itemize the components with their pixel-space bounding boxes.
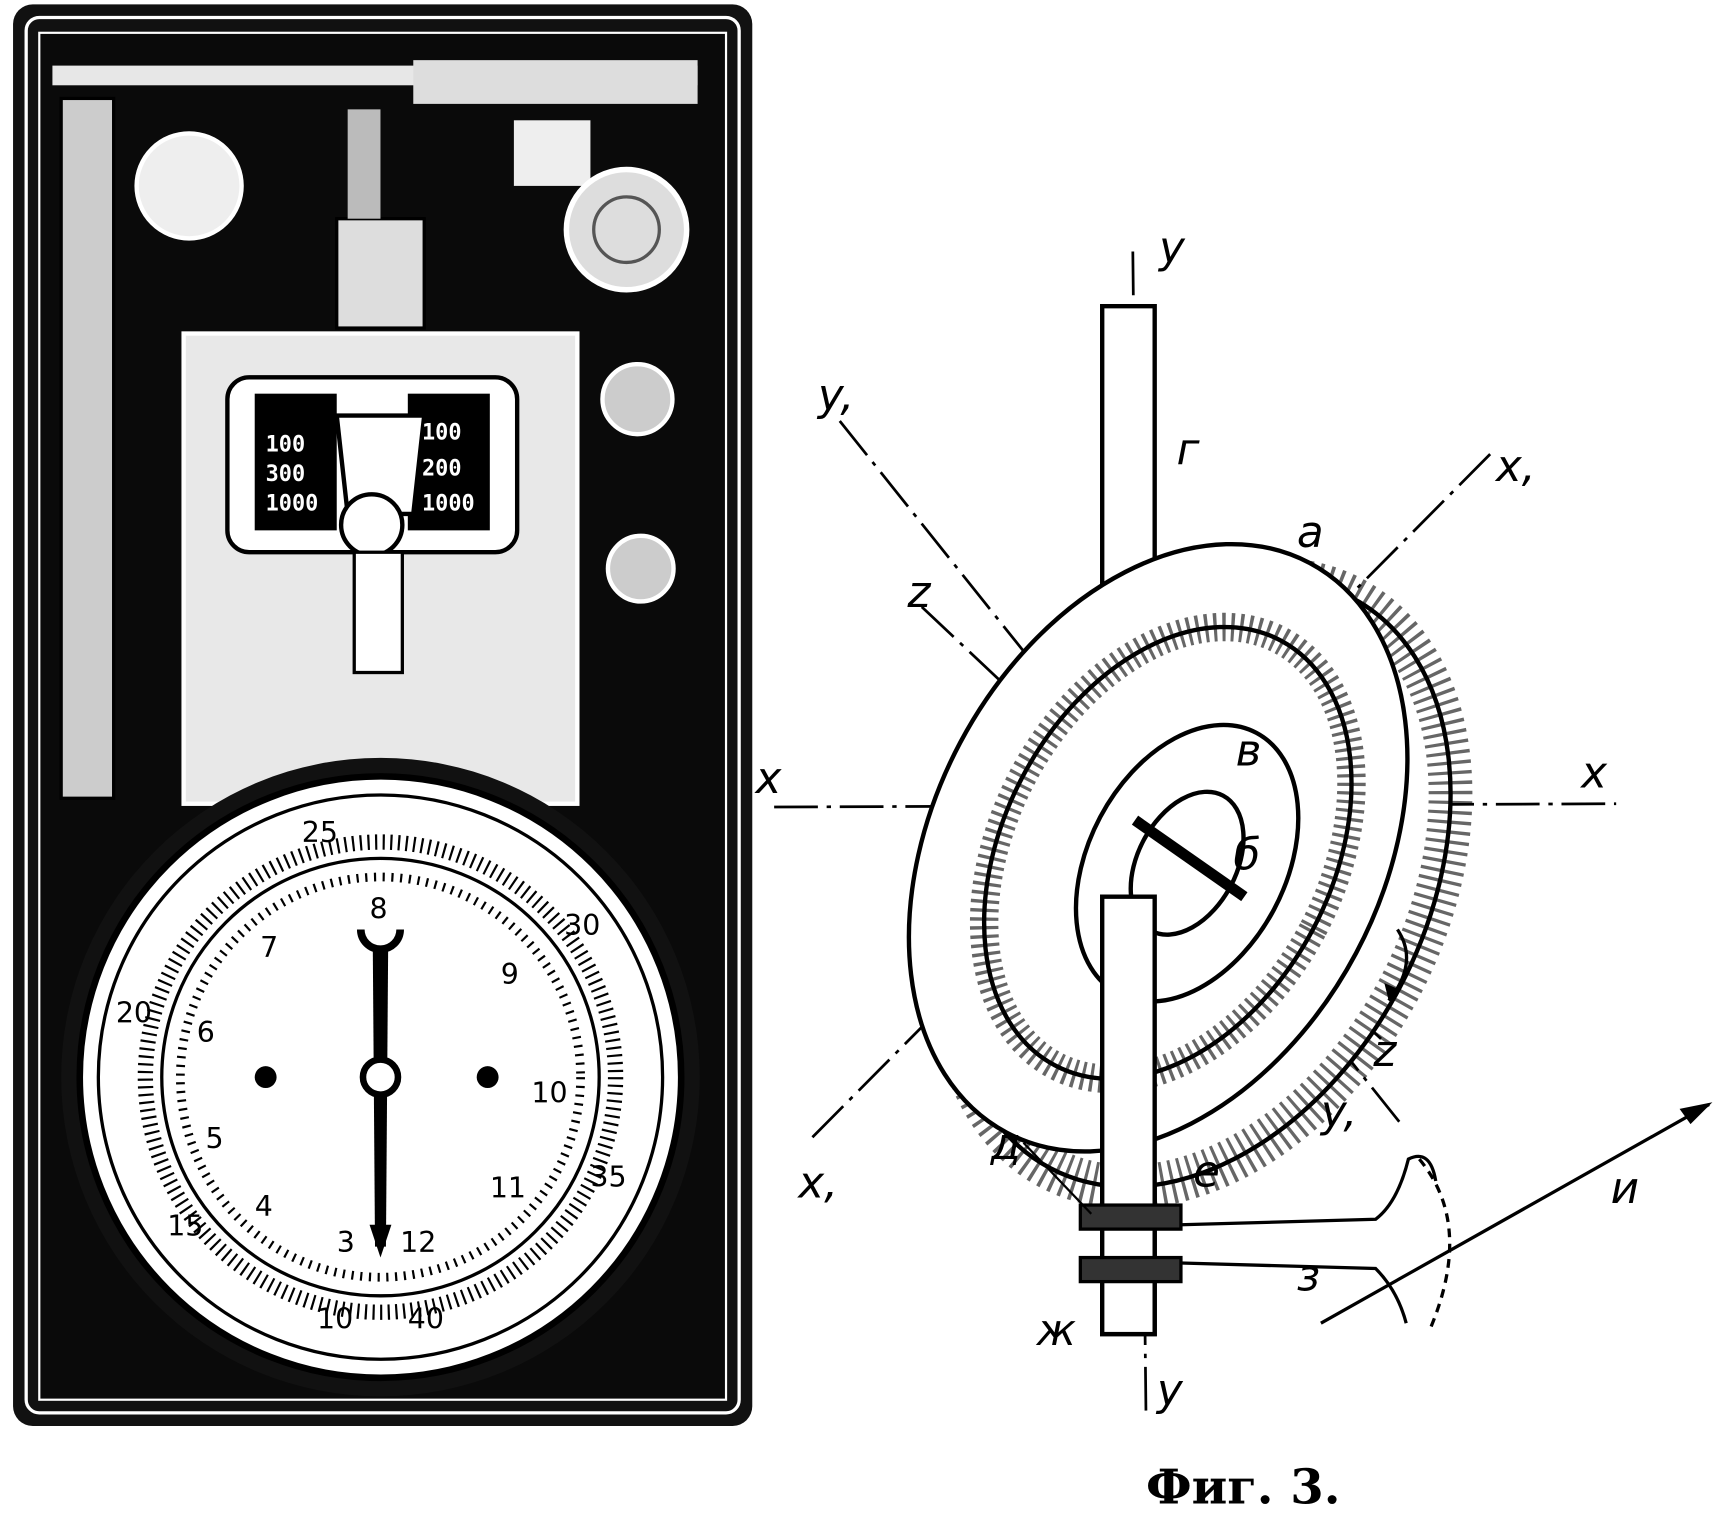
label-b: б — [1233, 829, 1260, 880]
label-y-top: y — [1157, 222, 1186, 273]
label-x1-bottom: x, — [796, 1157, 838, 1208]
label-x-left: x — [754, 753, 783, 804]
dial-inner-number: 6 — [197, 1016, 215, 1049]
label-z-top: z — [907, 567, 932, 618]
dial-inner-number: 5 — [206, 1122, 224, 1155]
spring-disk — [563, 166, 690, 293]
dial-outer-number: 25 — [302, 816, 338, 849]
tachometer-dial: 8 7 6 5 4 3 12 11 10 9 25 30 20 15 10 40… — [61, 757, 700, 1397]
dial-inner-number: 10 — [531, 1076, 567, 1109]
label-x1-top: x, — [1494, 441, 1536, 492]
dial-screw — [476, 1066, 499, 1089]
label-ze: з — [1297, 1250, 1320, 1301]
dial-inner-number: 7 — [260, 931, 278, 964]
dial-outer-number: 30 — [564, 909, 600, 942]
window-right-value: 200 — [422, 457, 461, 482]
collar-zh — [1078, 1255, 1183, 1284]
window-left-value: 100 — [266, 433, 305, 458]
label-y1-top: y, — [816, 370, 854, 421]
label-y1-bottom: y, — [1319, 1086, 1357, 1137]
label-y-bottom: y — [1155, 1365, 1184, 1416]
dial-inner-number: 11 — [490, 1171, 526, 1204]
dial-inner-number: 12 — [400, 1226, 436, 1259]
label-zh: ж — [1036, 1305, 1076, 1356]
label-d: д — [990, 1119, 1021, 1170]
label-a: a — [1297, 507, 1324, 558]
window-right-value: 1000 — [422, 492, 475, 517]
vector-u — [1320, 1103, 1710, 1325]
dial-inner-number: 9 — [501, 958, 519, 991]
dial-screw — [254, 1066, 277, 1089]
label-e: е — [1193, 1146, 1220, 1197]
window-left-value: 300 — [266, 462, 305, 487]
dial-outer-number: 40 — [408, 1303, 444, 1336]
dial-outer-number: 20 — [116, 996, 152, 1029]
figure-caption: Фиг. 3. — [1146, 1460, 1341, 1516]
label-z-bottom: z — [1372, 1026, 1397, 1077]
label-i: и — [1611, 1163, 1639, 1214]
label-g: г — [1177, 425, 1201, 476]
collar-e — [1078, 1203, 1183, 1231]
window-left-value: 1000 — [266, 492, 319, 517]
label-x-right: x — [1579, 747, 1608, 798]
dial-inner-number: 8 — [370, 893, 388, 926]
dial-needle — [372, 951, 389, 1247]
dial-outer-number: 10 — [317, 1303, 353, 1336]
dial-outer-number: 15 — [167, 1210, 203, 1243]
knob — [134, 131, 244, 241]
dial-outer-number: 35 — [590, 1160, 626, 1193]
label-v: в — [1236, 725, 1262, 776]
dial-inner-number: 3 — [337, 1226, 355, 1259]
lever — [1180, 1154, 1438, 1324]
window-right-value: 100 — [422, 421, 461, 446]
rod — [59, 96, 116, 800]
dial-inner-number: 4 — [255, 1190, 273, 1223]
gyroscope-diagram: y y y, y, x, x, x x z z a б в г д е ж з … — [754, 222, 1713, 1416]
